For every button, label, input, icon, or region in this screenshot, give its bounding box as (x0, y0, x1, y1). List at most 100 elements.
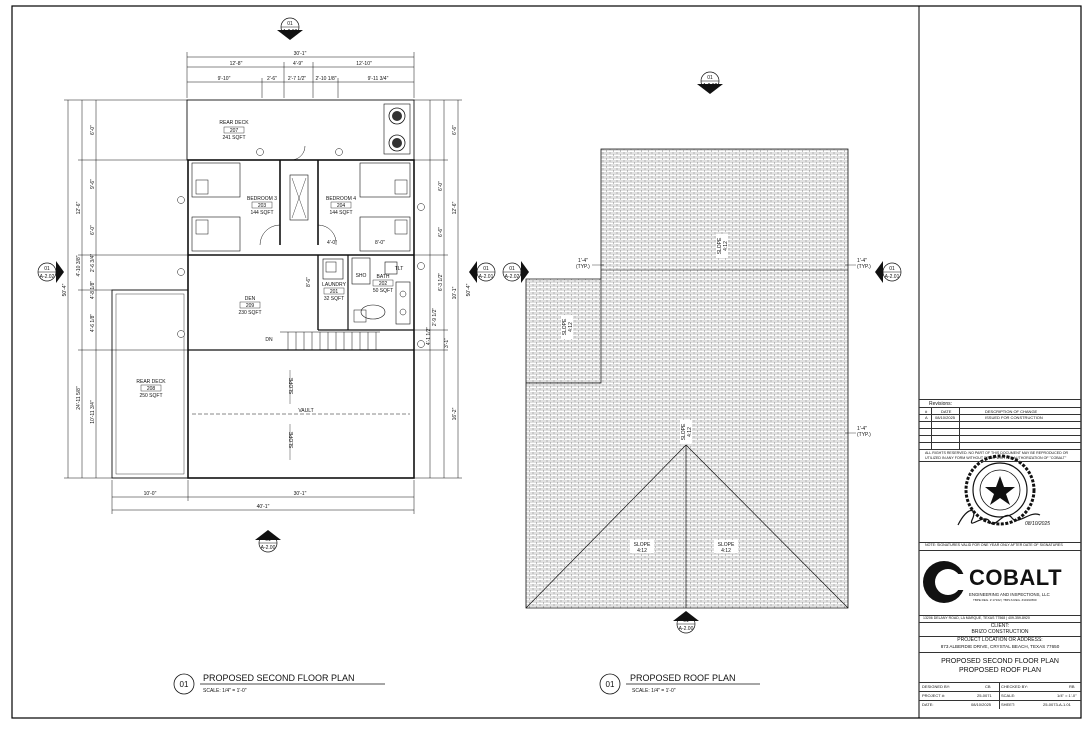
dim-left-d6: 2'-6 3/4" (90, 254, 96, 273)
svg-text:A-2.00: A-2.00 (679, 626, 694, 632)
room-rear-deck-207: REAR DECK 207 241 SQFT (219, 120, 249, 141)
svg-text:BEDROOM 4: BEDROOM 4 (326, 196, 356, 202)
dim-right-d5: 6'-3 1/2" (438, 273, 444, 292)
rev-header-desc: DESCRIPTION OF CHANGE (985, 409, 1038, 414)
svg-text:4:12: 4:12 (721, 548, 731, 554)
floor-dimensions: 30'-1" 12'-8" 4'-9" 12'-10" 9'-10" 2'-6"… (62, 51, 472, 510)
scale-label: SCALE: (1001, 693, 1016, 698)
svg-text:SLOPE: SLOPE (634, 542, 651, 548)
dim-right-d6: 2'-9 1/2" (432, 308, 438, 327)
svg-text:250 SQFT: 250 SQFT (139, 393, 162, 399)
company-sub: ENGINEERING AND INSPECTIONS, LLC (969, 592, 1050, 597)
dim-left-d7: 4'-8 1/8" (90, 281, 96, 300)
sheet-title-1: PROPOSED SECOND FLOOR PLAN (941, 658, 1059, 665)
roof-plan-title: PROPOSED ROOF PLAN (630, 673, 736, 683)
date-value: 08/10/2025 (971, 702, 992, 707)
dim-right-d3: 12'-6" (452, 201, 458, 214)
svg-text:4:12: 4:12 (687, 427, 693, 437)
roof-slope-3: SLOPE 4:12 (680, 420, 693, 444)
dim-top-seg3: 12'-10" (356, 61, 372, 67)
svg-text:DEN: DEN (245, 296, 256, 302)
dim-right-d10: 50'-4" (466, 283, 472, 296)
cobalt-logo-icon (923, 561, 966, 603)
floor-right-marker-num: 01 (483, 266, 489, 272)
overhang-2: 1'-4" (857, 258, 867, 264)
dim-left-d1: 6'-0" (90, 125, 96, 135)
company-name: COBALT (969, 565, 1063, 590)
dim-bottom-overall: 40'-1" (257, 504, 270, 510)
dim-top-sub5: 9'-11 3/4" (368, 76, 389, 82)
floor-top-section-marker: 01 A-2.02 (277, 17, 303, 40)
roof-plan-title-block: 01 PROPOSED ROOF PLAN SCALE: 1/4" = 1'-0… (599, 673, 760, 695)
roof-plan: SLOPE 4:12 SLOPE 4:12 SLOPE 4:12 SLOPE 4… (525, 148, 871, 609)
dim-top-overall: 30'-1" (294, 51, 307, 57)
stair-down-label: DN (265, 337, 273, 343)
company-reg: TBPE REG. # 17162 | TBPLS REG. #10194560 (973, 598, 1037, 602)
roof-slope-5: SLOPE 4:12 (714, 540, 738, 554)
interior-dim-1: 4'-0" (327, 240, 337, 246)
dim-right-d1: 6'-6" (452, 125, 458, 135)
floor-top-marker-sheet: A-2.02 (283, 29, 298, 35)
svg-text:01: 01 (509, 266, 515, 272)
signature-date: 08/10/2025 (1025, 521, 1051, 527)
svg-text:A-2.02: A-2.02 (703, 83, 718, 89)
company-address: 13206 DELANY ROAD, LA MARQUE, TEXAS 7756… (923, 616, 1030, 620)
dim-bottom-seg1: 10'-0" (144, 491, 157, 497)
signature-note: NOTE: SIGNATURES VALID FOR ONE YEAR ONLY… (925, 543, 1063, 547)
roof-top-marker: 01 A-2.02 (697, 71, 723, 94)
floor-bottom-marker-num: 01 (265, 537, 271, 543)
sheet-title-2: PROPOSED ROOF PLAN (958, 667, 1042, 674)
location-label: PROJECT LOCATION OR ADDRESS: (957, 637, 1043, 643)
svg-text:REAR DECK: REAR DECK (219, 120, 249, 126)
title-block: Revisions: # DATE DESCRIPTION OF CHANGE … (919, 6, 1081, 718)
designed-by-label: DESIGNED BY: (922, 684, 951, 689)
dim-top-seg1: 12'-8" (230, 61, 243, 67)
sheet-border (11, 5, 1082, 719)
floor-plan (64, 52, 462, 514)
roof-slope-labels: SLOPE 4:12 SLOPE 4:12 SLOPE 4:12 SLOPE 4… (561, 234, 738, 554)
roof-slope-4: SLOPE 4:12 (630, 540, 654, 554)
svg-text:208: 208 (147, 386, 156, 392)
roof-outline (525, 148, 849, 609)
floor-right-marker-sheet: A-2.01 (479, 274, 494, 280)
room-rear-deck-208: REAR DECK 208 250 SQFT (136, 379, 166, 399)
dim-left-d2: 9'-6" (90, 179, 96, 189)
overhang-1-typ: (TYP.) (576, 264, 590, 270)
client-label: CLIENT: (990, 623, 1010, 629)
svg-text:50 SQFT: 50 SQFT (373, 288, 393, 294)
location-address: 873 ALBERDIE DRIVE, CRYSTAL BEACH, TEXAS… (940, 644, 1060, 649)
dim-left-d5: 4'-10 3/8" (76, 255, 82, 276)
overhang-1: 1'-4" (578, 258, 588, 264)
dim-right-d9: 3'-1" (444, 338, 450, 348)
svg-text:SLOPE: SLOPE (718, 542, 735, 548)
svg-text:144 SQFT: 144 SQFT (250, 210, 273, 216)
roof-left-marker: 01 A-2.02 (502, 261, 529, 283)
dim-right-d7: 10'-1" (452, 286, 458, 299)
roof-hip-left (525, 444, 687, 609)
svg-text:SLOPE: SLOPE (681, 423, 687, 440)
svg-text:BATH: BATH (377, 274, 390, 280)
vault-slope-label-1: SLOPE (289, 377, 295, 394)
sheet-number: 25-0073-A-1.01 (1043, 702, 1071, 707)
roof-valley-upper (526, 279, 602, 384)
room-laundry: LAUNDRY 201 32 SQFT (322, 282, 346, 302)
date-label: DATE: (922, 702, 934, 707)
overhang-2-typ: (TYP.) (857, 264, 871, 270)
svg-text:207: 207 (230, 128, 239, 134)
room-bedroom-4: BEDROOM 4 204 144 SQFT (326, 196, 356, 216)
svg-text:230 SQFT: 230 SQFT (238, 310, 261, 316)
dim-top-sub3: 2'-7 1/2" (288, 76, 307, 82)
floor-plan-title-block: 01 PROPOSED SECOND FLOOR PLAN SCALE: 1/4… (173, 673, 385, 695)
roof-slope-1: SLOPE 4:12 (716, 234, 729, 258)
dim-left-d8: 4'-6 1/8" (90, 314, 96, 333)
svg-text:202: 202 (379, 281, 388, 287)
room-den: DEN 209 230 SQFT (238, 296, 261, 316)
checked-by: RB (1069, 684, 1075, 689)
dim-left-d9: 50'-4" (62, 283, 68, 296)
roof-hip-right (685, 444, 849, 609)
dim-right-d8: 4'-1 1/2" (426, 327, 432, 346)
dim-right-d11: 16'-2" (452, 407, 458, 420)
floor-top-marker-num: 01 (287, 21, 293, 27)
